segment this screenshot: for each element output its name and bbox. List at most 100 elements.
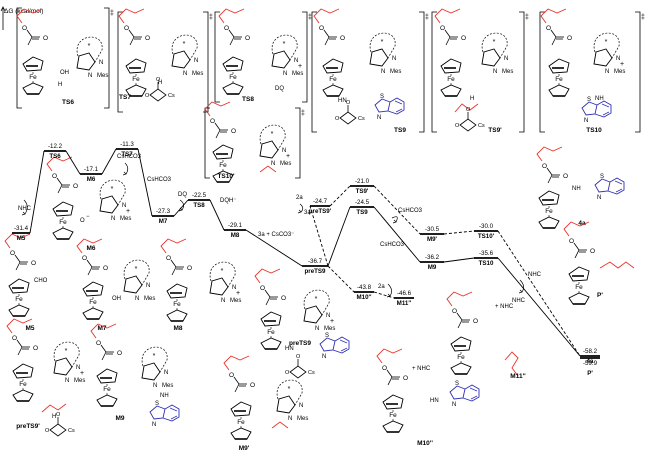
cyclopentadienyl-ring (382, 420, 404, 433)
triazole-pentagon (171, 50, 191, 69)
ester-oxygen-label: O (22, 25, 27, 32)
cesium-label: Cs (168, 93, 175, 99)
propyl-chain (540, 8, 567, 24)
mesityl-label: Mes (230, 298, 241, 304)
dashed-connector (329, 185, 351, 207)
nitrogen-label: N (271, 161, 275, 167)
positive-charge-label: + (126, 208, 130, 215)
carbonyl-oxygen-label: O (567, 35, 572, 42)
iron-atom-label: Fe (29, 74, 37, 81)
positive-charge-label: + (236, 290, 240, 297)
propyl-chain (46, 156, 73, 172)
sulfur-label: S (325, 333, 329, 339)
nitrogen-label: N (282, 148, 286, 154)
level-energy-value: -36.2 (425, 254, 440, 261)
level-energy-value: -59.9 (583, 360, 598, 367)
fused-ring-dashed (209, 261, 236, 288)
thiazole-ring (149, 405, 166, 420)
ferrocene-group: Fe (82, 281, 104, 320)
iron-atom-label: Fe (15, 296, 23, 303)
mesityl-label: Mes (292, 71, 303, 77)
ferrocene-group: Fe (440, 58, 462, 97)
ferrocene-group: Fe (96, 368, 118, 407)
cyclopentadienyl-ring (230, 401, 252, 417)
connector-line (327, 206, 351, 267)
bracket-right (203, 11, 209, 113)
oxygen-label: O (285, 370, 290, 376)
structure-label-pre-ts9p: preTS9' (16, 423, 40, 430)
propyl-chain (434, 8, 461, 24)
dashed-connector (443, 230, 475, 235)
triazole-pentagon (141, 362, 161, 381)
propyl-chain (16, 8, 43, 24)
propyl-chain (376, 348, 403, 364)
cyclopentadienyl-ring (12, 389, 34, 402)
amine-label: HN (285, 346, 294, 352)
level-name-label: M8 (231, 232, 240, 239)
ester-bond (546, 167, 553, 176)
reagent-3a-cs: 3a + CsCO3⁻ (258, 232, 294, 238)
chiral-star-label: * (65, 348, 68, 355)
cesium-label: Cs (68, 428, 75, 434)
energy-level-M8: -29.1M8 (224, 222, 246, 239)
negative-charge-label: − (86, 214, 90, 220)
reagent-cshco3-2: CsHCO3 (147, 177, 172, 183)
nitrogen-label: N (122, 203, 126, 209)
ester-group: OO (118, 8, 150, 46)
nitrogen-label: N (605, 69, 609, 75)
chiral-star-label: * (135, 266, 138, 273)
ester-bond (100, 344, 107, 353)
level-energy-value: -43.8 (357, 284, 372, 291)
ferrocene-group: Fe (212, 144, 234, 183)
mesityl-label: Mes (162, 383, 173, 389)
level-energy-value: -36.7 (308, 258, 323, 265)
oxygen-label: O (45, 428, 50, 434)
amine-label: NH (572, 186, 581, 192)
cyclopentadienyl-ring (12, 363, 34, 379)
mesityl-label: Mes (192, 71, 203, 77)
connector-line (65, 150, 81, 175)
ester-bond (324, 36, 330, 46)
y-axis-label: ΔG (kcal/mol) (4, 8, 43, 15)
positive-charge-label: + (330, 318, 334, 325)
mesityl-label: Mes (614, 69, 625, 75)
nitrogen-label: N (76, 365, 80, 371)
nitrogen-label: N (381, 69, 385, 75)
level-name-label: M9 (428, 264, 437, 271)
reagent-2a-2: 2a (378, 284, 385, 290)
structure-label: TS8 (242, 96, 254, 103)
triazole-pentagon (481, 48, 501, 67)
transition-state-bracket: ‡TS8 (214, 11, 312, 103)
fused-ring-dashed (369, 32, 396, 59)
fused-ring-dashed (259, 124, 286, 151)
structure-label: TS9' (488, 127, 502, 134)
reagent-dqh: DQH⁻ (220, 198, 237, 204)
energy-level-M7: -27.3M7 (152, 208, 174, 225)
cyclopentadienyl-ring (166, 309, 188, 322)
amine-label: NH (160, 393, 169, 399)
ferrocene-group: Fe (8, 278, 30, 317)
oxygen-label: O (296, 354, 301, 360)
benzo-double-bond (614, 180, 623, 185)
curved-arrow (519, 279, 524, 293)
hydrogen-label: H (158, 80, 162, 86)
carbonyl-oxygen-label: O (473, 318, 478, 325)
ester-group: OO (218, 8, 250, 46)
cyclopentadienyl-ring (322, 58, 344, 74)
ester-bond (456, 312, 463, 321)
positive-charge-label: + (298, 63, 302, 70)
cyclopentadienyl-ring (52, 227, 74, 240)
level-name-label: TS9' (356, 188, 369, 195)
structure-label-m9p: M9' (239, 445, 250, 452)
cyclopentadienyl-ring (22, 56, 44, 72)
bracket-right (104, 7, 110, 109)
cyclopentadienyl-ring (22, 82, 44, 95)
mesityl-label: Mes (74, 378, 85, 384)
triazole-pentagon (123, 275, 143, 294)
reagent-cshco3-1: CsHCO3 (117, 154, 142, 160)
